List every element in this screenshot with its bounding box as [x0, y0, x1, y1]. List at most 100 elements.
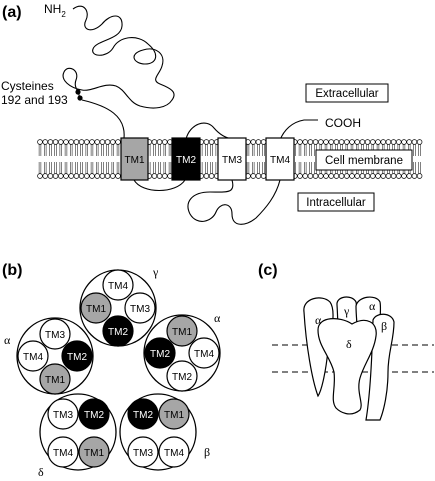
tm4-circle: [158, 436, 190, 468]
lipid-head: [385, 173, 392, 179]
tm1-label: TM1: [84, 448, 104, 459]
lipid-head: [84, 139, 90, 145]
lipid-head: [328, 173, 334, 179]
tm1-label: TM1: [164, 410, 184, 421]
lipid-head: [63, 139, 69, 145]
lipid-head: [338, 173, 345, 179]
lipid-head: [203, 173, 210, 179]
lipid-head: [297, 139, 303, 145]
lipid-head: [359, 139, 366, 145]
lipid-head: [359, 173, 366, 179]
lipid-head: [89, 173, 95, 179]
lipid-head: [151, 173, 158, 179]
delta-label: δ: [346, 337, 352, 351]
lipid-head: [364, 139, 371, 145]
lipid-head: [354, 173, 360, 179]
lipid-head: [208, 139, 215, 145]
panel-c: (c) α γ α β δ: [258, 262, 434, 421]
tm1-label: TM1: [45, 375, 65, 386]
c-terminal-chain: [279, 119, 318, 141]
subunit-beta: TM2 TM1 TM3 TM4 β: [119, 393, 210, 471]
lipid-head: [162, 173, 168, 179]
lipid-head: [396, 139, 402, 145]
lipid-head: [99, 173, 106, 179]
lipid-head: [333, 139, 340, 145]
lipid-head: [390, 173, 397, 179]
lipid-head: [406, 173, 412, 179]
lipid-head: [354, 139, 360, 145]
lipid-head: [370, 139, 376, 145]
tm4-circle: [17, 340, 49, 372]
intracellular-box: [297, 192, 375, 212]
cysteine-192-dot: [75, 89, 81, 95]
tm1-circle: [166, 315, 198, 347]
lipid-head: [390, 139, 397, 145]
panel-c-tag: (c): [258, 262, 278, 279]
tm2-circle: [127, 398, 159, 430]
extracellular-domain-chain: [62, 5, 175, 109]
tm1-helix-label: TM1: [125, 155, 145, 166]
lipid-head: [89, 139, 95, 145]
lipid-head: [380, 173, 386, 179]
lipid-head: [312, 139, 319, 145]
tm2-helix-label: TM2: [176, 155, 196, 166]
cell-membrane-label: Cell membrane: [325, 155, 403, 167]
subunit-alpha-right: TM1 TM2 TM4 TM2 α: [143, 311, 221, 392]
lipid-head: [47, 139, 54, 145]
lipid-head: [250, 139, 256, 145]
gamma-label: γ: [152, 265, 159, 279]
lipid-head: [297, 173, 303, 179]
lipid-head: [37, 139, 43, 145]
lipid-head: [396, 173, 402, 179]
subunit-delta: TM3 TM2 TM4 TM1 δ: [38, 393, 117, 479]
tm2-helix: [171, 137, 201, 181]
lipid-head: [73, 173, 80, 179]
lipid-head: [406, 139, 412, 145]
lipid-head: [52, 139, 59, 145]
tm1-label: TM1: [86, 304, 106, 315]
lipid-head: [344, 139, 350, 145]
lipid-head: [385, 139, 392, 145]
lipid-head: [318, 139, 324, 145]
lipid-head: [42, 173, 48, 179]
cysteine-193-dot: [77, 95, 83, 101]
tm2-label: TM2: [108, 327, 128, 338]
lipid-head: [99, 139, 106, 145]
lipid-head: [68, 139, 74, 145]
tm3-label: TM3: [133, 448, 153, 459]
tm2-circle: [61, 340, 93, 372]
lipid-head: [260, 173, 267, 179]
tm3-helix-label: TM3: [222, 155, 242, 166]
lipid-head: [250, 173, 256, 179]
panel-b: (b) TM4 TM1 TM3 TM2 γ TM1 TM2 TM4 TM2 α: [2, 262, 221, 479]
tm1-tm2-loop: [133, 179, 186, 191]
lipid-head: [52, 173, 59, 179]
beta-label: β: [204, 445, 210, 459]
tm4-circle: [188, 337, 220, 369]
lipid-head: [411, 173, 418, 179]
tm4-label: TM4: [108, 281, 128, 292]
tm1-circle: [78, 436, 110, 468]
lipid-head: [416, 173, 423, 179]
lipid-head: [416, 139, 423, 145]
alpha-right-label: α: [214, 311, 221, 325]
lipid-head: [78, 139, 85, 145]
tm3-label: TM3: [45, 330, 65, 341]
cysteine-to-tm1-chain: [81, 99, 125, 139]
lipid-head: [312, 173, 319, 179]
lipid-head: [115, 173, 121, 179]
tm4-label: TM4: [23, 352, 43, 363]
lipid-head: [110, 139, 116, 145]
tm4-helix: [265, 137, 295, 181]
lipid-head: [401, 139, 407, 145]
tm2-circle: [102, 315, 134, 347]
lipid-head: [151, 139, 158, 145]
subunit-gamma: TM4 TM1 TM3 TM2 γ: [79, 265, 159, 347]
panel-a-tag: (a): [2, 4, 22, 21]
lipid-head: [255, 139, 262, 145]
tm3-label: TM3: [53, 410, 73, 421]
lipid-head: [302, 139, 308, 145]
beta-label: β: [381, 319, 387, 333]
tm4-circle: [102, 269, 134, 301]
